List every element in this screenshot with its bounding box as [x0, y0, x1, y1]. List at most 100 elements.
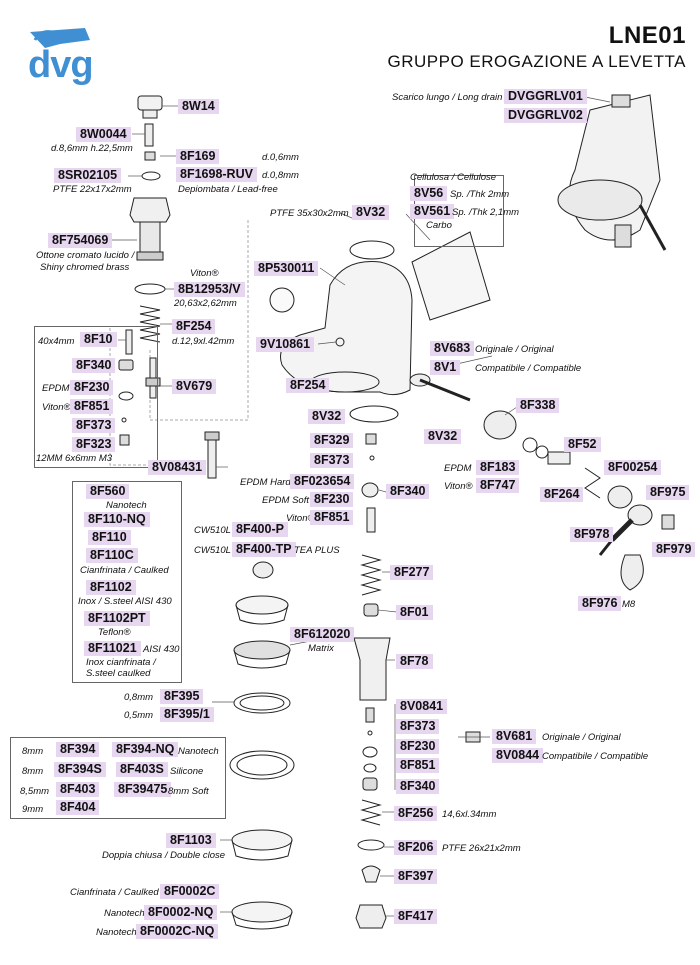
gasket-thickness-05: 0,5mm [124, 710, 154, 721]
long-drain-note: Scarico lungo / Long drain [392, 92, 503, 103]
part-8b12953-v: 8B12953/V [174, 282, 245, 297]
part-dvggrlv01: DVGGRLV01 [504, 89, 587, 104]
part-8f254-mid: 8F254 [286, 378, 330, 393]
part-8f323-note: 12MM 6x6mm M3 [36, 453, 113, 464]
part-8v56: 8V56 [410, 186, 448, 201]
part-8f0002c-nq: 8F0002C-NQ [136, 924, 219, 939]
inox-note: Inox / S.steel AISI 430 [78, 596, 172, 607]
part-8v08431: 8V08431 [148, 460, 207, 475]
box3-row3-size: 8,5mm [20, 786, 50, 797]
part-8v561-note: Sp. /Thk 2,1mm [452, 207, 520, 218]
filter-holder-8f78 [353, 637, 391, 701]
box3-row2-size: 8mm [22, 766, 44, 777]
part-8v0844-note: Compatibile / Compatible [542, 751, 649, 762]
part-8f110c: 8F110C [86, 548, 138, 563]
part-8f1103: 8F1103 [166, 833, 216, 848]
part-8sr02105: 8SR02105 [54, 168, 122, 183]
pin-8w0044 [144, 123, 154, 147]
part-8f976: 8F976 [578, 596, 622, 611]
part-8f395: 8F395 [160, 689, 204, 704]
part-8w0044: 8W0044 [76, 127, 131, 142]
part-8f023654: 8F023654 [290, 474, 355, 489]
lead-free-note: Depiombata / Lead-free [178, 184, 278, 195]
part-8v32-right: 8V32 [424, 429, 462, 444]
part-8f110: 8F110 [88, 530, 131, 545]
aisi-note: AISI 430 [143, 644, 180, 655]
part-8v0841: 8V0841 [396, 699, 448, 714]
part-8f110-nq: 8F110-NQ [84, 512, 150, 527]
part-8f403: 8F403 [56, 782, 100, 797]
inox-caulked-note-2: S.steel caulked [86, 668, 151, 679]
part-8f256-note: 14,6xl.34mm [442, 809, 497, 820]
part-8f851-low: 8F851 [396, 758, 440, 773]
part-8v0844: 8V0844 [492, 748, 544, 763]
part-8f851-left: 8F851 [70, 399, 114, 414]
part-8f230-low: 8F230 [396, 739, 440, 754]
matrix-note: Matrix [308, 643, 334, 654]
box1-dimension: 40x4mm [38, 336, 75, 347]
nut-8f754069 [129, 197, 171, 223]
part-8v683-note: Originale / Original [475, 344, 554, 355]
dvg-logo [30, 28, 90, 48]
cap-8w14 [137, 95, 163, 111]
part-8f1103-note: Doppia chiusa / Double close [102, 850, 226, 861]
part-8f975: 8F975 [646, 485, 690, 500]
part-8f0002-nq: 8F0002-NQ [144, 905, 218, 920]
part-8f206: 8F206 [394, 840, 438, 855]
viton-note-4: Viton® [286, 513, 315, 524]
nanotech-note-1: Nanotech [106, 500, 147, 511]
part-8f612020: 8F612020 [290, 627, 355, 642]
part-8f851-mid: 8F851 [310, 510, 354, 525]
part-8f78: 8F78 [396, 654, 433, 669]
part-8f338: 8F338 [516, 398, 560, 413]
part-dvggrlv02: DVGGRLV02 [504, 108, 587, 123]
part-8f404: 8F404 [56, 800, 100, 815]
part-8w14: 8W14 [178, 99, 219, 114]
part-8sr02105-note: PTFE 22x17x2mm [53, 184, 132, 195]
part-8f323: 8F323 [72, 437, 116, 452]
viton-note-1: Viton® [190, 268, 219, 279]
part-8f11021: 8F11021 [84, 641, 141, 656]
part-8v681: 8V681 [492, 729, 537, 744]
part-8f400-tp: 8F400-TP [232, 542, 296, 557]
part-8f277: 8F277 [390, 565, 434, 580]
part-8v679: 8V679 [172, 379, 217, 394]
part-8v561: 8V561 [410, 204, 455, 219]
part-8v1-note: Compatibile / Compatible [475, 363, 582, 374]
part-8f329: 8F329 [310, 433, 354, 448]
box-gasket-options [10, 737, 226, 819]
part-8f754069-note2: Shiny chromed brass [40, 262, 130, 273]
part-8f754069: 8F754069 [48, 233, 113, 248]
box-seal-kit [34, 326, 158, 468]
part-8f169-note: d.0,6mm [262, 152, 299, 163]
part-8f417: 8F417 [394, 909, 438, 924]
part-8v1: 8V1 [430, 360, 461, 375]
epdm-note-2: EPDM [444, 463, 472, 474]
part-8f256: 8F256 [394, 806, 438, 821]
part-8v32-mid: 8V32 [308, 409, 346, 424]
cellulose-note: Cellulosa / Cellulose [410, 172, 497, 183]
part-8f01: 8F01 [396, 605, 433, 620]
logo: dvg [28, 44, 94, 86]
model-code: LNE01 [608, 22, 686, 49]
part-8f10: 8F10 [80, 332, 117, 347]
part-8f0002c: 8F0002C [160, 884, 220, 899]
m8-note: M8 [622, 599, 636, 610]
part-8w0044-note: d.8,6mm h.22,5mm [51, 143, 133, 154]
box3-row1-size: 8mm [22, 746, 44, 757]
part-8v681-note: Originale / Original [542, 732, 621, 743]
epdm-note-1: EPDM [42, 383, 70, 394]
group-body [280, 260, 413, 396]
page-title: GRUPPO EROGAZIONE A LEVETTA [387, 52, 686, 71]
part-8f373-mid: 8F373 [310, 453, 354, 468]
part-8f1102pt: 8F1102PT [84, 611, 150, 626]
part-8v32-top: 8V32 [352, 205, 390, 220]
nanotech-note-2: Nanotech [104, 908, 145, 919]
part-8f340-left: 8F340 [72, 358, 116, 373]
part-8v56-note: Sp. /Thk 2mm [450, 189, 510, 200]
part-8f230-mid: 8F230 [310, 492, 354, 507]
box-filter-options [72, 481, 182, 683]
part-8f254-left-note: d.12,9xl.42mm [172, 336, 235, 347]
tea-plus-note: TEA PLUS [294, 545, 340, 556]
caulked-note-2: Cianfrinata / Caulked [70, 887, 159, 898]
